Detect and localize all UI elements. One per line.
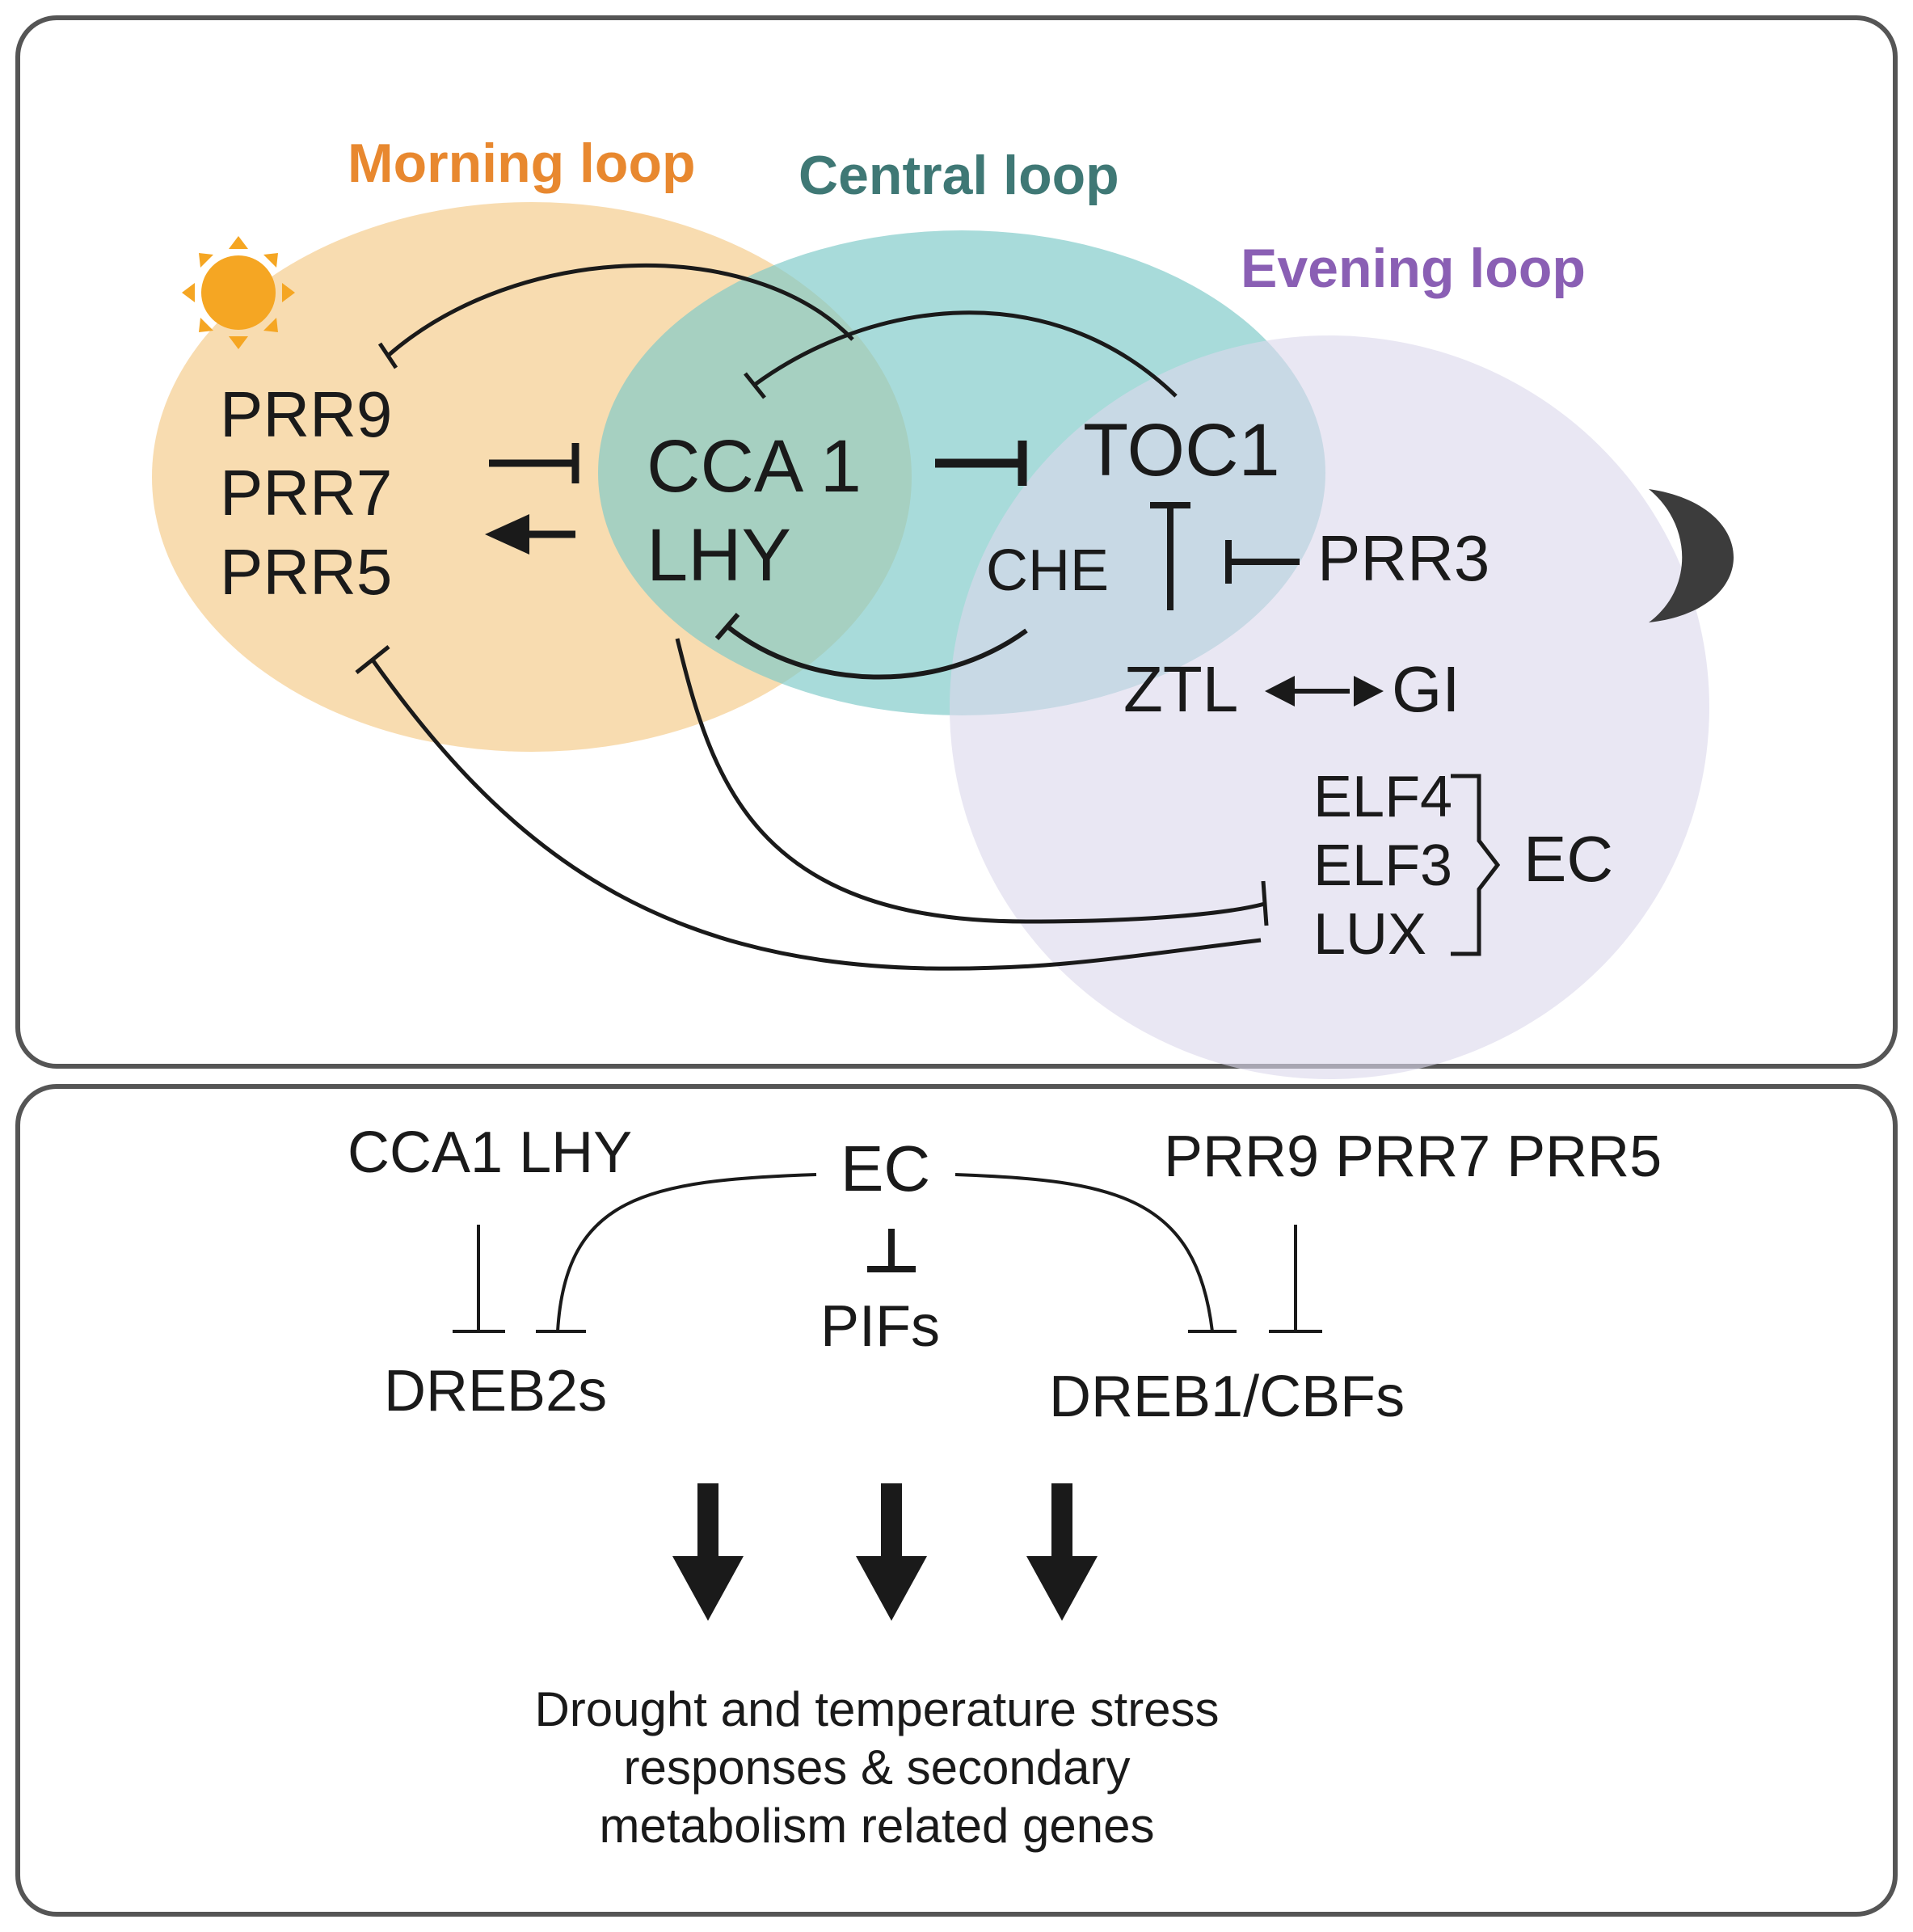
gene-cca1: CCA 1 xyxy=(647,425,862,508)
sun-icon xyxy=(182,236,295,349)
inhibit-ec-arc-to-dreb2s xyxy=(536,1173,817,1333)
bottom-dreb2s: DREB2s xyxy=(384,1359,607,1424)
bottom-cca1-lhy: CCA1 LHY xyxy=(348,1120,632,1185)
output-line-2: responses & secondary xyxy=(623,1740,1130,1795)
inhibit-lux-to-prr5 xyxy=(355,645,1262,971)
output-line-3: metabolism related genes xyxy=(599,1799,1154,1853)
output-line-1: Drought and temperature stress xyxy=(534,1682,1219,1736)
gene-lux: LUX xyxy=(1313,902,1426,967)
gene-ztl: ZTL xyxy=(1123,653,1238,725)
down-arrow-left xyxy=(672,1483,744,1621)
inhibit-ztl-to-toc1 xyxy=(1150,502,1190,610)
morning-loop-title: Morning loop xyxy=(348,133,696,194)
bottom-ec: EC xyxy=(841,1133,930,1204)
inhibit-lhy-to-elf3 xyxy=(675,638,1269,926)
ec-bracket xyxy=(1451,774,1501,956)
inhibit-ec-arc-to-dreb1 xyxy=(954,1173,1237,1333)
bottom-panel xyxy=(15,1084,1898,1917)
gene-gi: GI xyxy=(1392,653,1460,725)
inhibit-prrs-to-cca1 xyxy=(489,443,579,483)
inhibit-prrs-to-dreb1 xyxy=(1269,1225,1322,1333)
output-genes-text: Drought and temperature stress responses… xyxy=(534,1682,1219,1853)
evening-loop-title: Evening loop xyxy=(1241,238,1586,299)
central-loop-title: Central loop xyxy=(798,145,1119,206)
inhibit-che-arc-to-lhy xyxy=(714,613,1028,680)
inhibit-toc1-arc-to-cca1 xyxy=(744,310,1178,399)
gene-prr3: PRR3 xyxy=(1317,522,1490,594)
gene-che: CHE xyxy=(986,538,1109,603)
bottom-prrs: PRR9 PRR7 PRR5 xyxy=(1164,1124,1662,1189)
gene-prr5: PRR5 xyxy=(220,536,392,608)
inhibit-cca1-to-toc1 xyxy=(935,441,1027,486)
moon-icon xyxy=(1649,489,1734,622)
inhibit-prr3-to-toc1 xyxy=(1225,540,1300,584)
gene-prr9: PRR9 xyxy=(220,378,392,450)
interaction-ztl-gi xyxy=(1265,676,1384,707)
gene-prr7: PRR7 xyxy=(220,457,392,529)
arrow-cca1-to-prrs xyxy=(485,514,575,555)
gene-elf4: ELF4 xyxy=(1313,765,1452,829)
down-arrow-middle xyxy=(856,1483,927,1621)
evening-loop-area xyxy=(950,335,1709,1079)
down-arrow-right xyxy=(1026,1483,1098,1621)
bottom-pifs: PIFs xyxy=(820,1294,940,1359)
inhibit-cca1lhy-to-dreb2s xyxy=(453,1225,505,1333)
gene-elf3: ELF3 xyxy=(1313,833,1452,898)
gene-ec-complex: EC xyxy=(1523,823,1613,895)
gene-lhy: LHY xyxy=(647,514,791,597)
inhibit-ec-to-pifs xyxy=(867,1229,916,1272)
gene-toc1: TOC1 xyxy=(1083,409,1280,491)
inhibit-cca1-arc-to-prr9 xyxy=(377,263,854,369)
bottom-dreb1-cbfs: DREB1/CBFs xyxy=(1049,1365,1405,1429)
